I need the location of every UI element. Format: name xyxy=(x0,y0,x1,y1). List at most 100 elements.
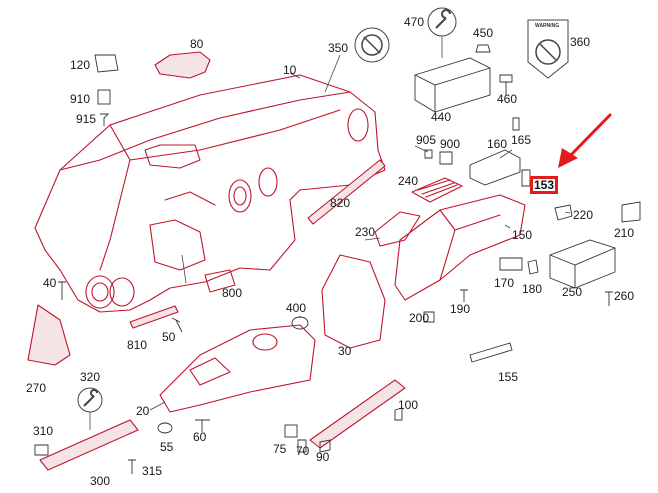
clip-153 xyxy=(521,169,531,187)
screw-40 xyxy=(58,281,66,300)
wrench-icon xyxy=(427,7,457,37)
label-155: 155 xyxy=(498,370,519,384)
label-40: 40 xyxy=(43,276,57,290)
label-10: 10 xyxy=(283,63,297,77)
screw-50 xyxy=(171,317,183,333)
label-disc-350 xyxy=(354,27,390,63)
screw-190 xyxy=(460,289,468,302)
label-800: 800 xyxy=(222,286,243,300)
label-120: 120 xyxy=(70,58,91,72)
label-360: 360 xyxy=(570,35,591,49)
glovebox-150 xyxy=(394,194,526,301)
light-housing-160 xyxy=(469,149,521,186)
knee-panel-300 xyxy=(39,419,139,471)
label-220: 220 xyxy=(573,208,594,222)
side-cover-270 xyxy=(27,304,71,366)
strip-100 xyxy=(309,379,406,449)
label-470: 470 xyxy=(404,15,425,29)
leader-lines xyxy=(89,36,571,430)
label-270: 270 xyxy=(26,381,47,395)
nut-450 xyxy=(475,44,491,53)
label-350: 350 xyxy=(328,41,349,55)
label-160: 160 xyxy=(487,137,508,151)
dashboard-part xyxy=(34,74,386,313)
part-210 xyxy=(621,201,641,223)
clip-100 xyxy=(394,407,403,421)
wrench-icon xyxy=(77,387,103,413)
bolt-460 xyxy=(499,74,513,95)
label-900: 900 xyxy=(440,137,461,151)
label-50: 50 xyxy=(162,330,176,344)
label-460: 460 xyxy=(497,92,518,106)
label-70: 70 xyxy=(296,444,310,458)
bracket-230 xyxy=(374,211,421,247)
label-905: 905 xyxy=(416,133,437,147)
label-260: 260 xyxy=(614,289,635,303)
clip-910 xyxy=(97,89,111,105)
clip-90 xyxy=(319,439,331,453)
screw-915 xyxy=(100,113,110,126)
ring-400 xyxy=(291,316,309,330)
part-220 xyxy=(554,204,573,221)
label-20: 20 xyxy=(136,404,150,418)
strip-155 xyxy=(469,342,513,363)
label-230: 230 xyxy=(355,225,376,239)
screw-200 xyxy=(423,311,435,323)
label-910: 910 xyxy=(70,92,91,106)
screw-315 xyxy=(128,459,136,474)
label-320: 320 xyxy=(80,370,101,384)
switch-120 xyxy=(94,54,119,73)
mesh-cover-240 xyxy=(411,177,463,203)
label-170: 170 xyxy=(494,276,515,290)
warning-label-360 xyxy=(527,19,569,79)
lower-panel-20 xyxy=(159,324,316,413)
label-200: 200 xyxy=(409,311,430,325)
label-250: 250 xyxy=(562,285,583,299)
label-75: 75 xyxy=(273,442,287,456)
label-310: 310 xyxy=(33,424,54,438)
side-panel-30 xyxy=(321,254,386,349)
label-400: 400 xyxy=(286,301,307,315)
label-440: 440 xyxy=(431,110,452,124)
control-unit-250 xyxy=(549,239,616,289)
label-150: 150 xyxy=(512,228,533,242)
trim-piece-80 xyxy=(154,51,211,79)
screw-60 xyxy=(195,419,210,432)
label-820: 820 xyxy=(330,196,351,210)
bulb-165 xyxy=(512,117,520,131)
highlighted-part-label-153[interactable]: 153 xyxy=(530,176,558,194)
label-915: 915 xyxy=(76,112,97,126)
trim-strip-810 xyxy=(129,305,179,329)
label-300: 300 xyxy=(90,474,111,488)
clip-75 xyxy=(284,424,298,438)
label-165: 165 xyxy=(511,133,532,147)
part-900 xyxy=(439,151,453,165)
trim-strip-820 xyxy=(307,159,386,225)
label-210: 210 xyxy=(614,226,635,240)
label-450: 450 xyxy=(473,26,494,40)
label-315: 315 xyxy=(142,464,163,478)
airbag-module-440 xyxy=(414,57,491,113)
clip-70 xyxy=(297,439,307,453)
label-100: 100 xyxy=(398,398,419,412)
warning-label-text: WARNING xyxy=(535,23,560,29)
label-90: 90 xyxy=(316,450,330,464)
label-190: 190 xyxy=(450,302,471,316)
lock-170 xyxy=(499,257,523,271)
label-240: 240 xyxy=(398,174,419,188)
label-30: 30 xyxy=(338,344,352,358)
ring-55 xyxy=(157,422,173,434)
label-180: 180 xyxy=(522,282,543,296)
bracket-800 xyxy=(204,269,236,293)
screw-260 xyxy=(605,291,613,306)
label-55: 55 xyxy=(160,440,174,454)
part-905 xyxy=(424,149,433,159)
label-60: 60 xyxy=(193,430,207,444)
pointer-arrow-icon xyxy=(558,113,612,168)
part-180 xyxy=(527,259,539,275)
nut-310 xyxy=(34,444,49,456)
label-810: 810 xyxy=(127,338,148,352)
label-80: 80 xyxy=(190,37,204,51)
